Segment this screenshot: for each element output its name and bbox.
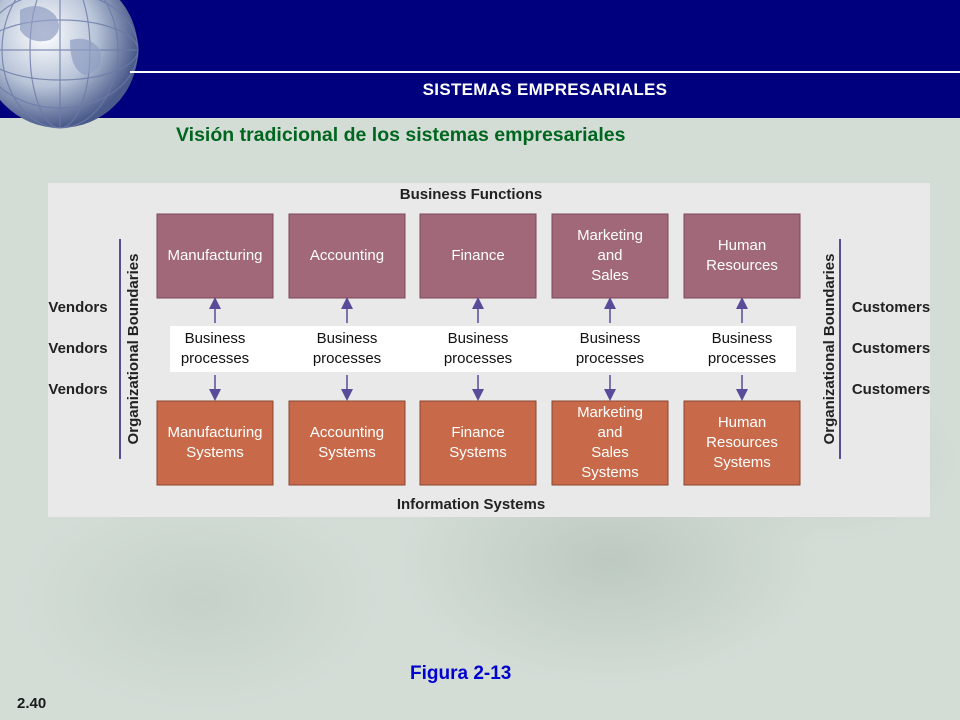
function-box bbox=[419, 213, 537, 299]
vendor-label: Vendors bbox=[48, 381, 107, 398]
function-box bbox=[551, 213, 669, 299]
system-box bbox=[551, 400, 669, 486]
figure-caption: Figura 2-13 bbox=[410, 663, 512, 684]
business-functions-label: Business Functions bbox=[400, 186, 543, 203]
system-box bbox=[288, 400, 406, 486]
system-box bbox=[156, 400, 274, 486]
system-box bbox=[683, 400, 801, 486]
slide-number: 2.40 bbox=[17, 695, 47, 712]
function-box bbox=[683, 213, 801, 299]
slide-subtitle: Visión tradicional de los sistemas empre… bbox=[176, 124, 626, 146]
left-boundary-label: Organizational Boundaries bbox=[125, 254, 142, 445]
customer-label: Customers bbox=[852, 340, 930, 357]
system-box bbox=[419, 400, 537, 486]
globe-logo bbox=[0, 0, 139, 129]
function-label: Accounting bbox=[310, 247, 384, 264]
customer-label: Customers bbox=[852, 381, 930, 398]
information-systems-label: Information Systems bbox=[397, 496, 545, 513]
vendor-label: Vendors bbox=[48, 340, 107, 357]
section-title: SISTEMAS EMPRESARIALES bbox=[422, 80, 668, 99]
right-boundary-label: Organizational Boundaries bbox=[821, 254, 838, 445]
header-band bbox=[0, 0, 960, 118]
header-rule bbox=[130, 71, 960, 73]
function-box bbox=[288, 213, 406, 299]
business-processes-band bbox=[170, 326, 796, 372]
function-label: Finance bbox=[451, 247, 504, 264]
vendor-label: Vendors bbox=[48, 299, 107, 316]
function-box bbox=[156, 213, 274, 299]
function-label: Manufacturing bbox=[167, 247, 262, 264]
customer-label: Customers bbox=[852, 299, 930, 316]
